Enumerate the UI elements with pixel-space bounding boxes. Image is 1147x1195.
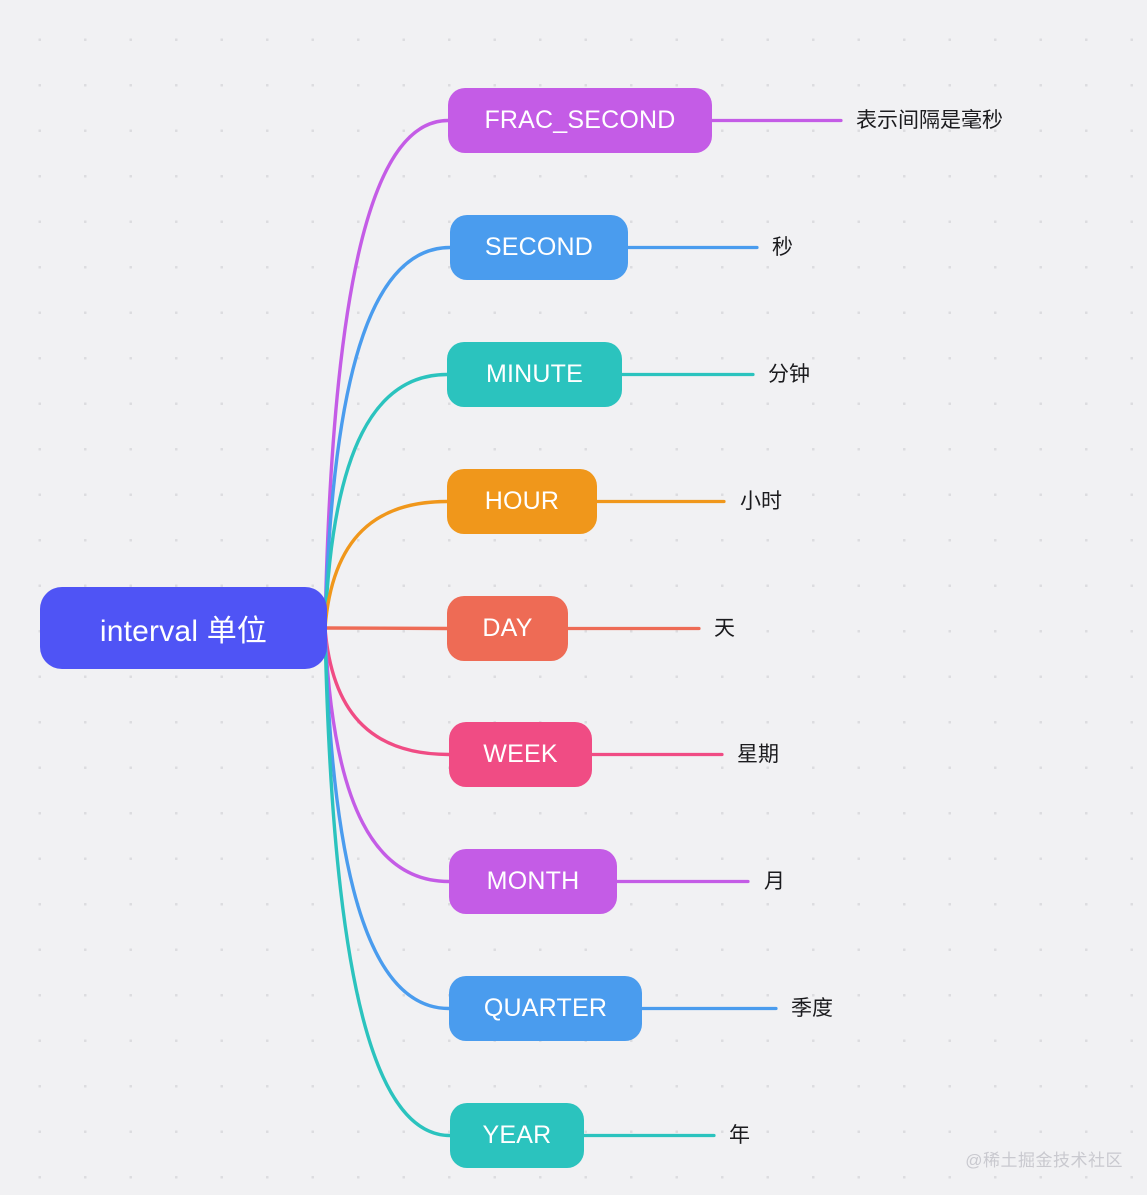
edge-root-to-year — [323, 626, 452, 1138]
note-label-hour: 小时 — [740, 489, 782, 513]
note-label-month: 月 — [764, 869, 785, 893]
root-node[interactable]: interval 单位 — [40, 587, 327, 669]
branch-node-minute[interactable]: MINUTE — [447, 342, 622, 407]
note-label-quarter: 季度 — [791, 996, 833, 1020]
edge-root-to-frac_second — [323, 118, 450, 630]
edge-root-to-quarter — [323, 626, 451, 1011]
edge-root-to-second — [323, 245, 452, 630]
note-label-frac_second: 表示间隔是毫秒 — [856, 108, 1003, 132]
note-label-second: 秒 — [772, 235, 793, 259]
branch-node-year[interactable]: YEAR — [450, 1103, 584, 1168]
edge-root-to-week — [323, 626, 451, 757]
branch-node-week[interactable]: WEEK — [449, 722, 592, 787]
note-label-minute: 分钟 — [768, 362, 810, 386]
branch-node-hour[interactable]: HOUR — [447, 469, 597, 534]
branch-node-second[interactable]: SECOND — [450, 215, 628, 280]
branch-node-quarter[interactable]: QUARTER — [449, 976, 642, 1041]
edge-root-to-month — [323, 626, 451, 884]
watermark: @稀土掘金技术社区 — [965, 1151, 1123, 1170]
branch-node-month[interactable]: MONTH — [449, 849, 617, 914]
edge-root-to-day — [323, 626, 449, 631]
edge-root-to-hour — [323, 499, 449, 630]
note-label-week: 星期 — [737, 742, 779, 766]
branch-node-day[interactable]: DAY — [447, 596, 568, 661]
branch-node-frac_second[interactable]: FRAC_SECOND — [448, 88, 712, 153]
note-label-year: 年 — [729, 1123, 750, 1147]
note-label-day: 天 — [714, 616, 735, 640]
edge-root-to-minute — [323, 372, 449, 630]
